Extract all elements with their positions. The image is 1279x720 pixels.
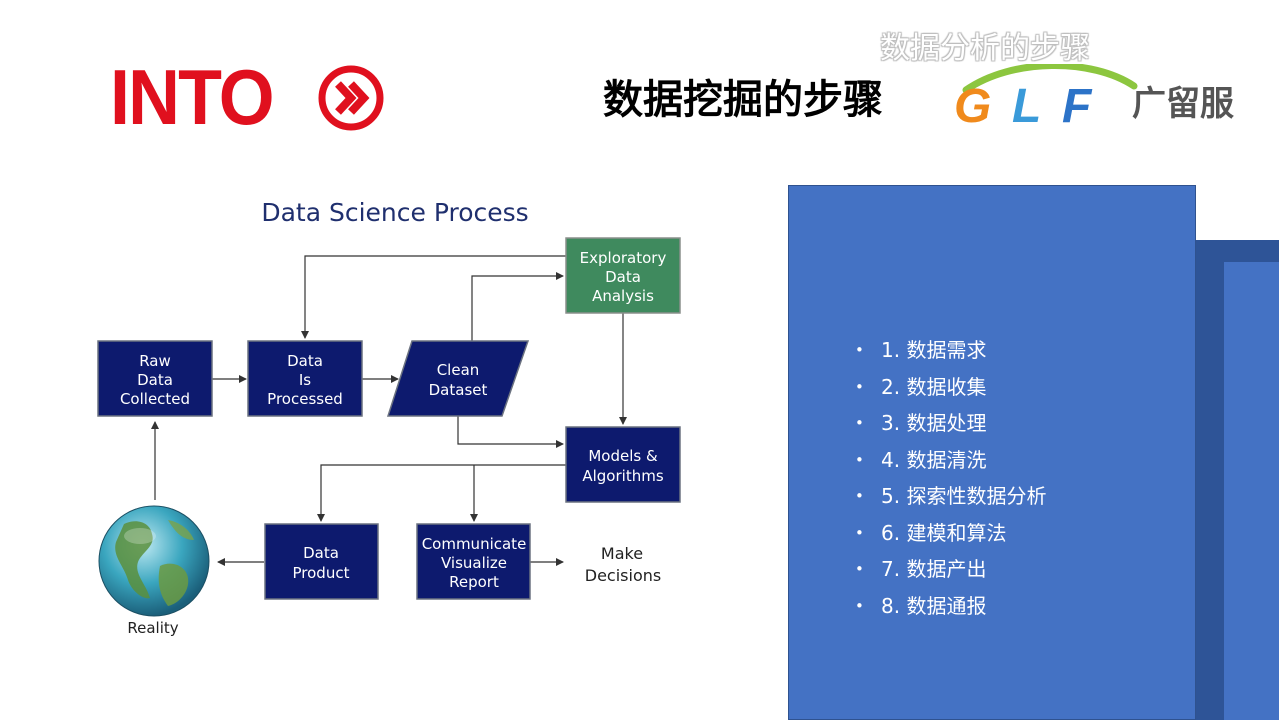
globe-icon bbox=[98, 505, 210, 617]
bullet-icon: • bbox=[855, 596, 864, 615]
node-communicate-visualize-report: Communicate Visualize Report bbox=[416, 523, 531, 600]
svg-text:Decisions: Decisions bbox=[585, 566, 661, 585]
arrow-clean-to-models bbox=[457, 416, 564, 448]
into-logo: INTO bbox=[110, 53, 385, 141]
diagram-connectors bbox=[151, 255, 627, 566]
arrow-eda-to-processed bbox=[301, 255, 566, 339]
bullet-icon: • bbox=[855, 487, 864, 505]
bullet-icon: • bbox=[855, 560, 864, 578]
bullet-icon: • bbox=[855, 450, 864, 469]
node-data-is-processed: Data Is Processed bbox=[247, 340, 363, 417]
svg-text:Reality: Reality bbox=[127, 619, 178, 637]
node-reality: Reality bbox=[98, 505, 210, 637]
svg-text:Data: Data bbox=[605, 268, 641, 286]
step-label: 1. 数据需求 bbox=[881, 338, 987, 362]
step-label: 4. 数据清洗 bbox=[881, 447, 987, 472]
svg-text:Exploratory: Exploratory bbox=[580, 249, 667, 267]
double-chevron-icon bbox=[318, 65, 384, 131]
watermark-text: 数据分析的步骤 bbox=[880, 31, 1090, 66]
list-item: • 2. 数据收集 bbox=[855, 369, 1046, 406]
svg-text:Product: Product bbox=[293, 564, 350, 582]
glf-logo: G L F bbox=[954, 64, 1138, 130]
list-item: • 8. 数据通报 bbox=[855, 588, 1046, 625]
svg-text:Clean: Clean bbox=[437, 361, 480, 379]
list-item: • 1. 数据需求 bbox=[855, 332, 1046, 369]
list-item: • 5. 探索性数据分析 bbox=[855, 478, 1046, 515]
svg-text:Analysis: Analysis bbox=[592, 287, 654, 305]
steps-list: • 1. 数据需求 • 2. 数据收集 • 3. 数据处理 • 4. 数据清洗 • 5. … bbox=[855, 332, 1046, 624]
svg-text:Processed: Processed bbox=[267, 390, 343, 408]
list-item: • 3. 数据处理 bbox=[855, 405, 1046, 442]
svg-text:Models &: Models & bbox=[588, 447, 658, 465]
step-label: 3. 数据处理 bbox=[881, 411, 987, 435]
svg-text:Communicate: Communicate bbox=[422, 535, 527, 553]
svg-text:Dataset: Dataset bbox=[429, 381, 488, 399]
glf-g-letter: G bbox=[954, 80, 991, 130]
glf-logo-cn: 广留服 bbox=[1132, 84, 1234, 124]
svg-text:Is: Is bbox=[299, 371, 311, 389]
panel-edge bbox=[1224, 262, 1279, 720]
bullet-icon: • bbox=[855, 377, 864, 396]
node-make-decisions: Make Decisions bbox=[585, 544, 661, 585]
step-label: 5. 探索性数据分析 bbox=[881, 484, 1047, 508]
node-models-algorithms: Models & Algorithms bbox=[565, 426, 681, 503]
node-exploratory-data-analysis: Exploratory Data Analysis bbox=[565, 237, 681, 314]
step-label: 8. 数据通报 bbox=[881, 593, 987, 618]
steps-panel bbox=[788, 185, 1196, 720]
svg-text:Visualize: Visualize bbox=[441, 554, 507, 572]
svg-text:Data: Data bbox=[303, 544, 339, 562]
node-data-product: Data Product bbox=[264, 523, 379, 600]
glf-l-letter: L bbox=[1012, 80, 1041, 130]
bullet-icon: • bbox=[855, 523, 864, 542]
step-label: 7. 数据产出 bbox=[881, 557, 987, 581]
step-label: 6. 建模和算法 bbox=[881, 520, 1007, 545]
svg-text:Collected: Collected bbox=[120, 390, 190, 408]
arrow-clean-to-eda bbox=[471, 272, 564, 341]
node-raw-data-collected: Raw Data Collected bbox=[97, 340, 213, 417]
node-clean-dataset: Clean Dataset bbox=[386, 340, 530, 417]
svg-text:Report: Report bbox=[449, 573, 499, 591]
bullet-icon: • bbox=[855, 414, 864, 432]
svg-text:Algorithms: Algorithms bbox=[582, 467, 663, 485]
svg-text:Raw: Raw bbox=[139, 352, 171, 370]
list-item: • 4. 数据清洗 bbox=[855, 442, 1046, 479]
list-item: • 6. 建模和算法 bbox=[855, 515, 1046, 552]
svg-text:Make: Make bbox=[601, 544, 643, 563]
svg-text:Data: Data bbox=[137, 371, 173, 389]
into-logo-text: INTO bbox=[110, 53, 275, 141]
diagram-title: Data Science Process bbox=[261, 198, 528, 227]
arrow-models-to-product bbox=[317, 464, 567, 522]
step-label: 2. 数据收集 bbox=[881, 374, 987, 399]
glf-f-letter: F bbox=[1062, 80, 1093, 130]
svg-text:Data: Data bbox=[287, 352, 323, 370]
list-item: • 7. 数据产出 bbox=[855, 551, 1046, 588]
bullet-icon: • bbox=[855, 341, 864, 359]
page-title: 数据挖掘的步骤 bbox=[603, 77, 883, 123]
